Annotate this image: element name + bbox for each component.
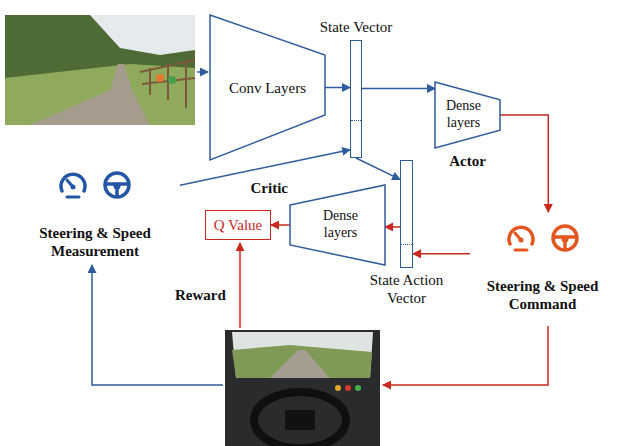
flow-arrow (356, 158, 400, 179)
flow-arrow (500, 115, 548, 212)
fence (140, 60, 195, 108)
path (30, 64, 150, 125)
node-label: Conv Layers (229, 79, 306, 97)
node-content: Conv Layers (210, 15, 325, 160)
flow-arrow (385, 226, 400, 228)
icon-pair (53, 168, 137, 204)
node-content (401, 161, 412, 267)
layer-outline (290, 185, 385, 265)
node-label: Steering & Speed Measurement (11, 224, 179, 260)
node-label: Steering & Speed Command (471, 277, 614, 313)
speed-icon (509, 227, 533, 250)
node-label: Dense layers (440, 98, 488, 132)
flow-arrow (271, 224, 290, 226)
steering-icon (553, 226, 577, 250)
flow-arrow (362, 88, 435, 90)
diagram-node: Q Value (205, 210, 271, 240)
free-label: Reward (175, 286, 226, 304)
node-label: Q Value (214, 216, 262, 234)
node-content (351, 41, 361, 157)
layer-outline (435, 82, 500, 148)
reward-arrow (239, 243, 241, 328)
wheel-hub (114, 183, 121, 190)
flow-arrow (413, 253, 470, 255)
node-heading: Critic (251, 179, 288, 197)
gauge-arc (509, 227, 533, 244)
node-content: Steering & Speed Command (470, 212, 615, 322)
diagram-node: Conv Layers (210, 15, 325, 160)
gauge-hub (518, 238, 523, 243)
flow-arrow (325, 87, 350, 89)
input-arrow (197, 71, 208, 73)
measurement-arrow (92, 265, 223, 385)
view-road (270, 350, 330, 378)
wheel-hub (285, 410, 315, 430)
dash-light (335, 385, 341, 391)
gauge-base (67, 196, 79, 199)
dashboard (225, 330, 380, 446)
marker-dot (168, 76, 176, 84)
speed-icon (61, 174, 85, 197)
windscreen (232, 332, 373, 378)
wheel-rim (105, 173, 129, 197)
diagram-node: Steering & Speed Command (470, 212, 615, 322)
gauge-arc (61, 174, 85, 191)
node-content: Steering & Speed Measurement (10, 166, 180, 262)
diagram-node: Steering & Speed Measurement (10, 166, 180, 262)
node-content: Dense layers (290, 185, 385, 265)
icon-pair (501, 221, 585, 257)
node-label: Dense layers (315, 208, 367, 242)
wheel-rim (553, 226, 577, 250)
diagram-node: Dense layersActor (435, 82, 500, 148)
dash-light (345, 385, 351, 391)
layer-outline (210, 15, 325, 160)
camera-image (5, 15, 195, 125)
gauge-base (515, 249, 527, 252)
marker-dot (156, 74, 164, 82)
dash-light (355, 385, 361, 391)
node-heading: State Vector (320, 18, 393, 36)
steering-icon (105, 173, 129, 197)
sky (5, 15, 195, 125)
cockpit-image (225, 330, 380, 446)
gauge-hub (71, 185, 76, 190)
diagram-node: Dense layersCritic (290, 185, 385, 265)
node-heading: State Action Vector (351, 271, 463, 307)
steering-wheel (254, 392, 346, 446)
node-content: Q Value (206, 211, 270, 239)
vector-divider (351, 120, 361, 121)
view-grass (232, 345, 372, 378)
flow-arrow (180, 150, 350, 185)
wheel-hub (561, 236, 568, 243)
command-arrow (383, 326, 548, 385)
node-content: Dense layers (435, 82, 500, 148)
vector-divider (401, 244, 412, 245)
grass-field (5, 64, 195, 125)
node-heading: Actor (449, 152, 486, 170)
diagram-node: State Action Vector (400, 160, 413, 268)
diagram-node: State Vector (350, 40, 362, 158)
